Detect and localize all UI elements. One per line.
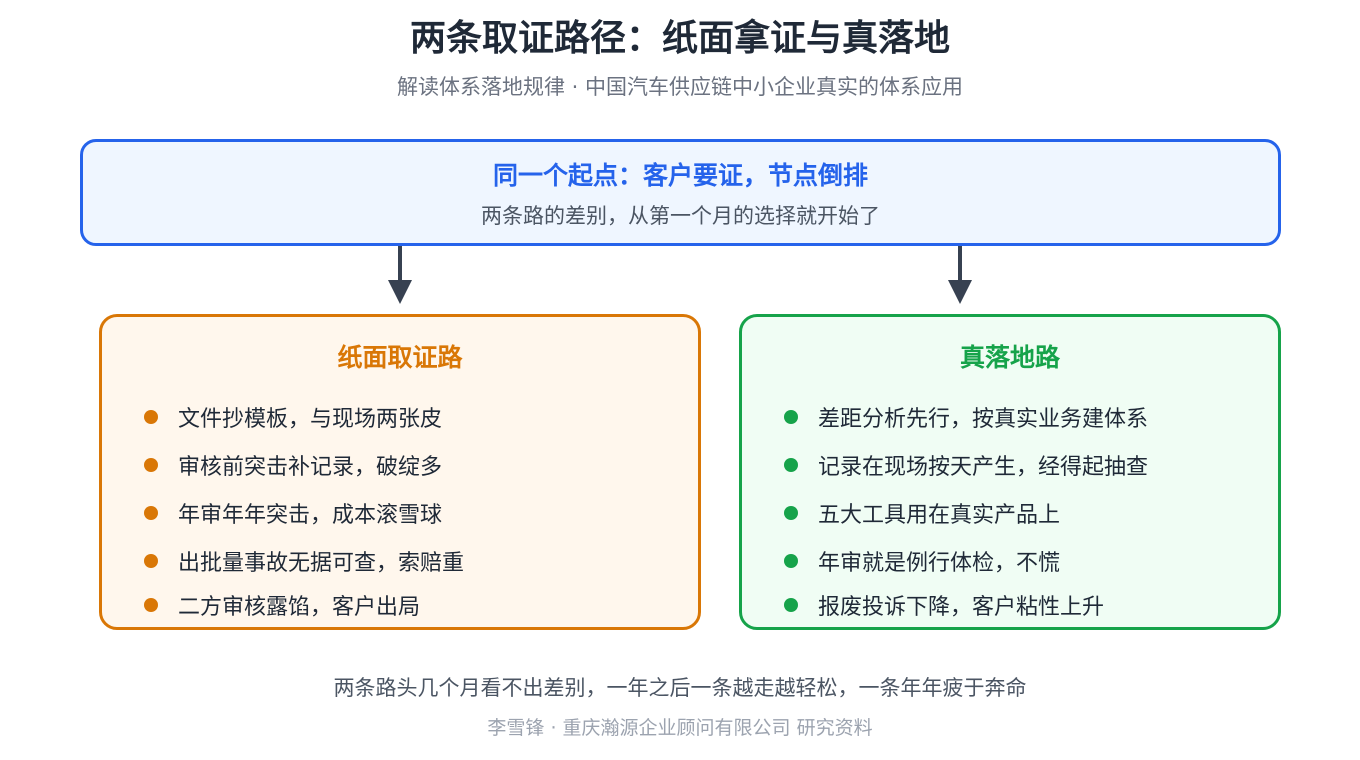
paper-path-title: 纸面取证路: [337, 343, 463, 372]
list-item: 文件抄模板，与现场两张皮: [144, 401, 442, 433]
arrow-down-icon-left: [388, 246, 412, 304]
list-item: 出批量事故无据可查，索赔重: [144, 545, 464, 577]
list-item-text: 年审年年突击，成本滚雪球: [178, 503, 443, 528]
list-item: 年审年年突击，成本滚雪球: [144, 497, 442, 529]
list-item: 记录在现场按天产生，经得起抽查: [784, 449, 1148, 481]
credit-text: 李雪锋 · 重庆瀚源企业顾问有限公司 研究资料: [487, 717, 873, 739]
bullet-dot-icon: [144, 458, 158, 472]
page-subtitle: 解读体系落地规律 · 中国汽车供应链中小企业真实的体系应用: [396, 75, 964, 99]
bullet-dot-icon: [784, 410, 798, 424]
bullet-dot-icon: [784, 554, 798, 568]
bullet-dot-icon: [144, 598, 158, 612]
start-node: 同一个起点：客户要证，节点倒排 两条路的差别，从第一个月的选择就开始了: [80, 139, 1281, 246]
real-path-title: 真落地路: [959, 343, 1060, 372]
list-item-text: 报废投诉下降，客户粘性上升: [818, 595, 1105, 620]
paper-path-box: 纸面取证路 文件抄模板，与现场两张皮 审核前突击补记录，破绽多 年审年年突击，成…: [99, 314, 701, 630]
list-item-text: 记录在现场按天产生，经得起抽查: [818, 455, 1149, 480]
bullet-dot-icon: [784, 458, 798, 472]
real-path-box: 真落地路 差距分析先行，按真实业务建体系 记录在现场按天产生，经得起抽查 五大工…: [739, 314, 1281, 630]
start-node-subtitle: 两条路的差别，从第一个月的选择就开始了: [481, 204, 880, 228]
page-title: 两条取证路径：纸面拿证与真落地: [409, 18, 950, 59]
bullet-dot-icon: [144, 410, 158, 424]
list-item: 审核前突击补记录，破绽多: [144, 449, 442, 481]
bullet-dot-icon: [144, 506, 158, 520]
list-item-text: 审核前突击补记录，破绽多: [178, 455, 443, 480]
bullet-dot-icon: [144, 554, 158, 568]
list-item-text: 文件抄模板，与现场两张皮: [178, 407, 443, 432]
list-item: 年审就是例行体检，不慌: [784, 545, 1060, 577]
bullet-dot-icon: [784, 506, 798, 520]
list-item-text: 年审就是例行体检，不慌: [818, 551, 1061, 576]
list-item-text: 差距分析先行，按真实业务建体系: [818, 407, 1149, 432]
list-item: 二方审核露馅，客户出局: [144, 589, 420, 621]
arrow-down-icon-right: [948, 246, 972, 304]
conclusion-text: 两条路头几个月看不出差别，一年之后一条越走越轻松，一条年年疲于奔命: [333, 676, 1027, 700]
bullet-dot-icon: [784, 598, 798, 612]
list-item: 五大工具用在真实产品上: [784, 497, 1060, 529]
list-item-text: 五大工具用在真实产品上: [818, 503, 1061, 528]
list-item: 差距分析先行，按真实业务建体系: [784, 401, 1148, 433]
start-node-title: 同一个起点：客户要证，节点倒排: [492, 161, 868, 190]
list-item-text: 二方审核露馅，客户出局: [178, 595, 421, 620]
list-item-text: 出批量事故无据可查，索赔重: [178, 551, 465, 576]
list-item: 报废投诉下降，客户粘性上升: [784, 589, 1104, 621]
